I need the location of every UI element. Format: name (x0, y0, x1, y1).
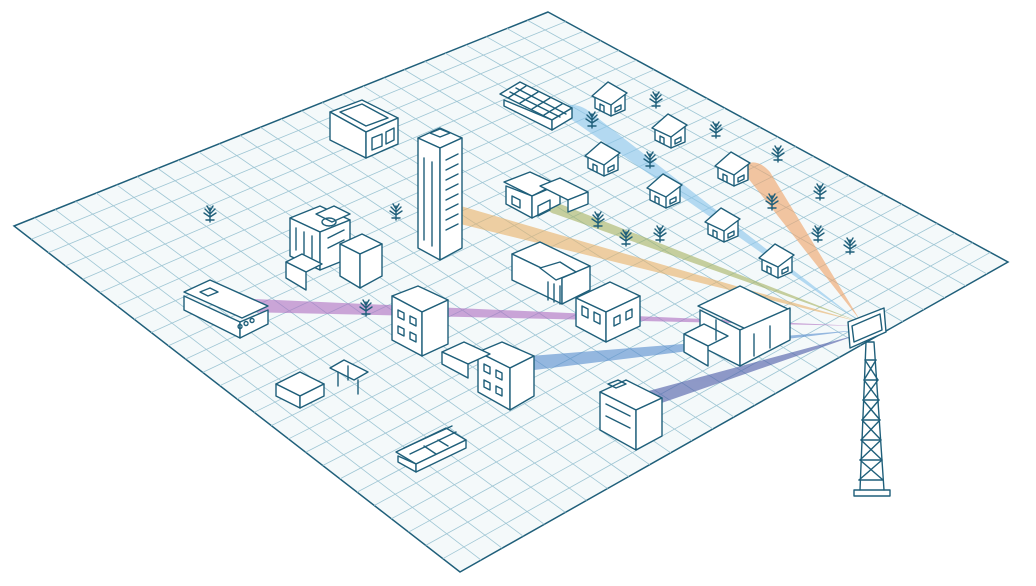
grid-line (116, 184, 566, 513)
house-large-icon (503, 171, 589, 219)
grid-line (391, 223, 938, 520)
ground-plane (12, 11, 1010, 573)
antenna-panel-icon (847, 307, 887, 349)
beam-navy (615, 334, 860, 415)
shop-icon (183, 279, 269, 339)
grid-line (280, 118, 735, 418)
gas-station-icon (329, 359, 369, 395)
grid-line (157, 168, 608, 489)
grid-line (136, 176, 587, 501)
grid-line (425, 242, 973, 546)
school-icon (511, 241, 641, 343)
house-large-icon (683, 285, 791, 367)
grid-line (54, 209, 503, 549)
grid-line (374, 213, 920, 506)
commerce-building-icon (329, 99, 399, 159)
office-building-icon (599, 379, 663, 451)
office-tower-icon (417, 127, 463, 261)
barn-bottom-icon (395, 425, 467, 473)
grid-line (34, 217, 482, 561)
apartment-building-icon (391, 285, 449, 357)
beam-sand (440, 200, 860, 322)
barn-top-icon (499, 81, 573, 131)
store-icon (275, 371, 325, 409)
grid-line (75, 200, 524, 537)
beam-orange (740, 162, 860, 320)
grid-line (442, 252, 991, 560)
grid-line (260, 126, 714, 430)
hospital-icon (285, 205, 383, 291)
beam-olive (545, 198, 860, 322)
apartment-building-icon (441, 341, 535, 411)
grid-line (95, 192, 545, 525)
tower-icon (853, 341, 891, 497)
